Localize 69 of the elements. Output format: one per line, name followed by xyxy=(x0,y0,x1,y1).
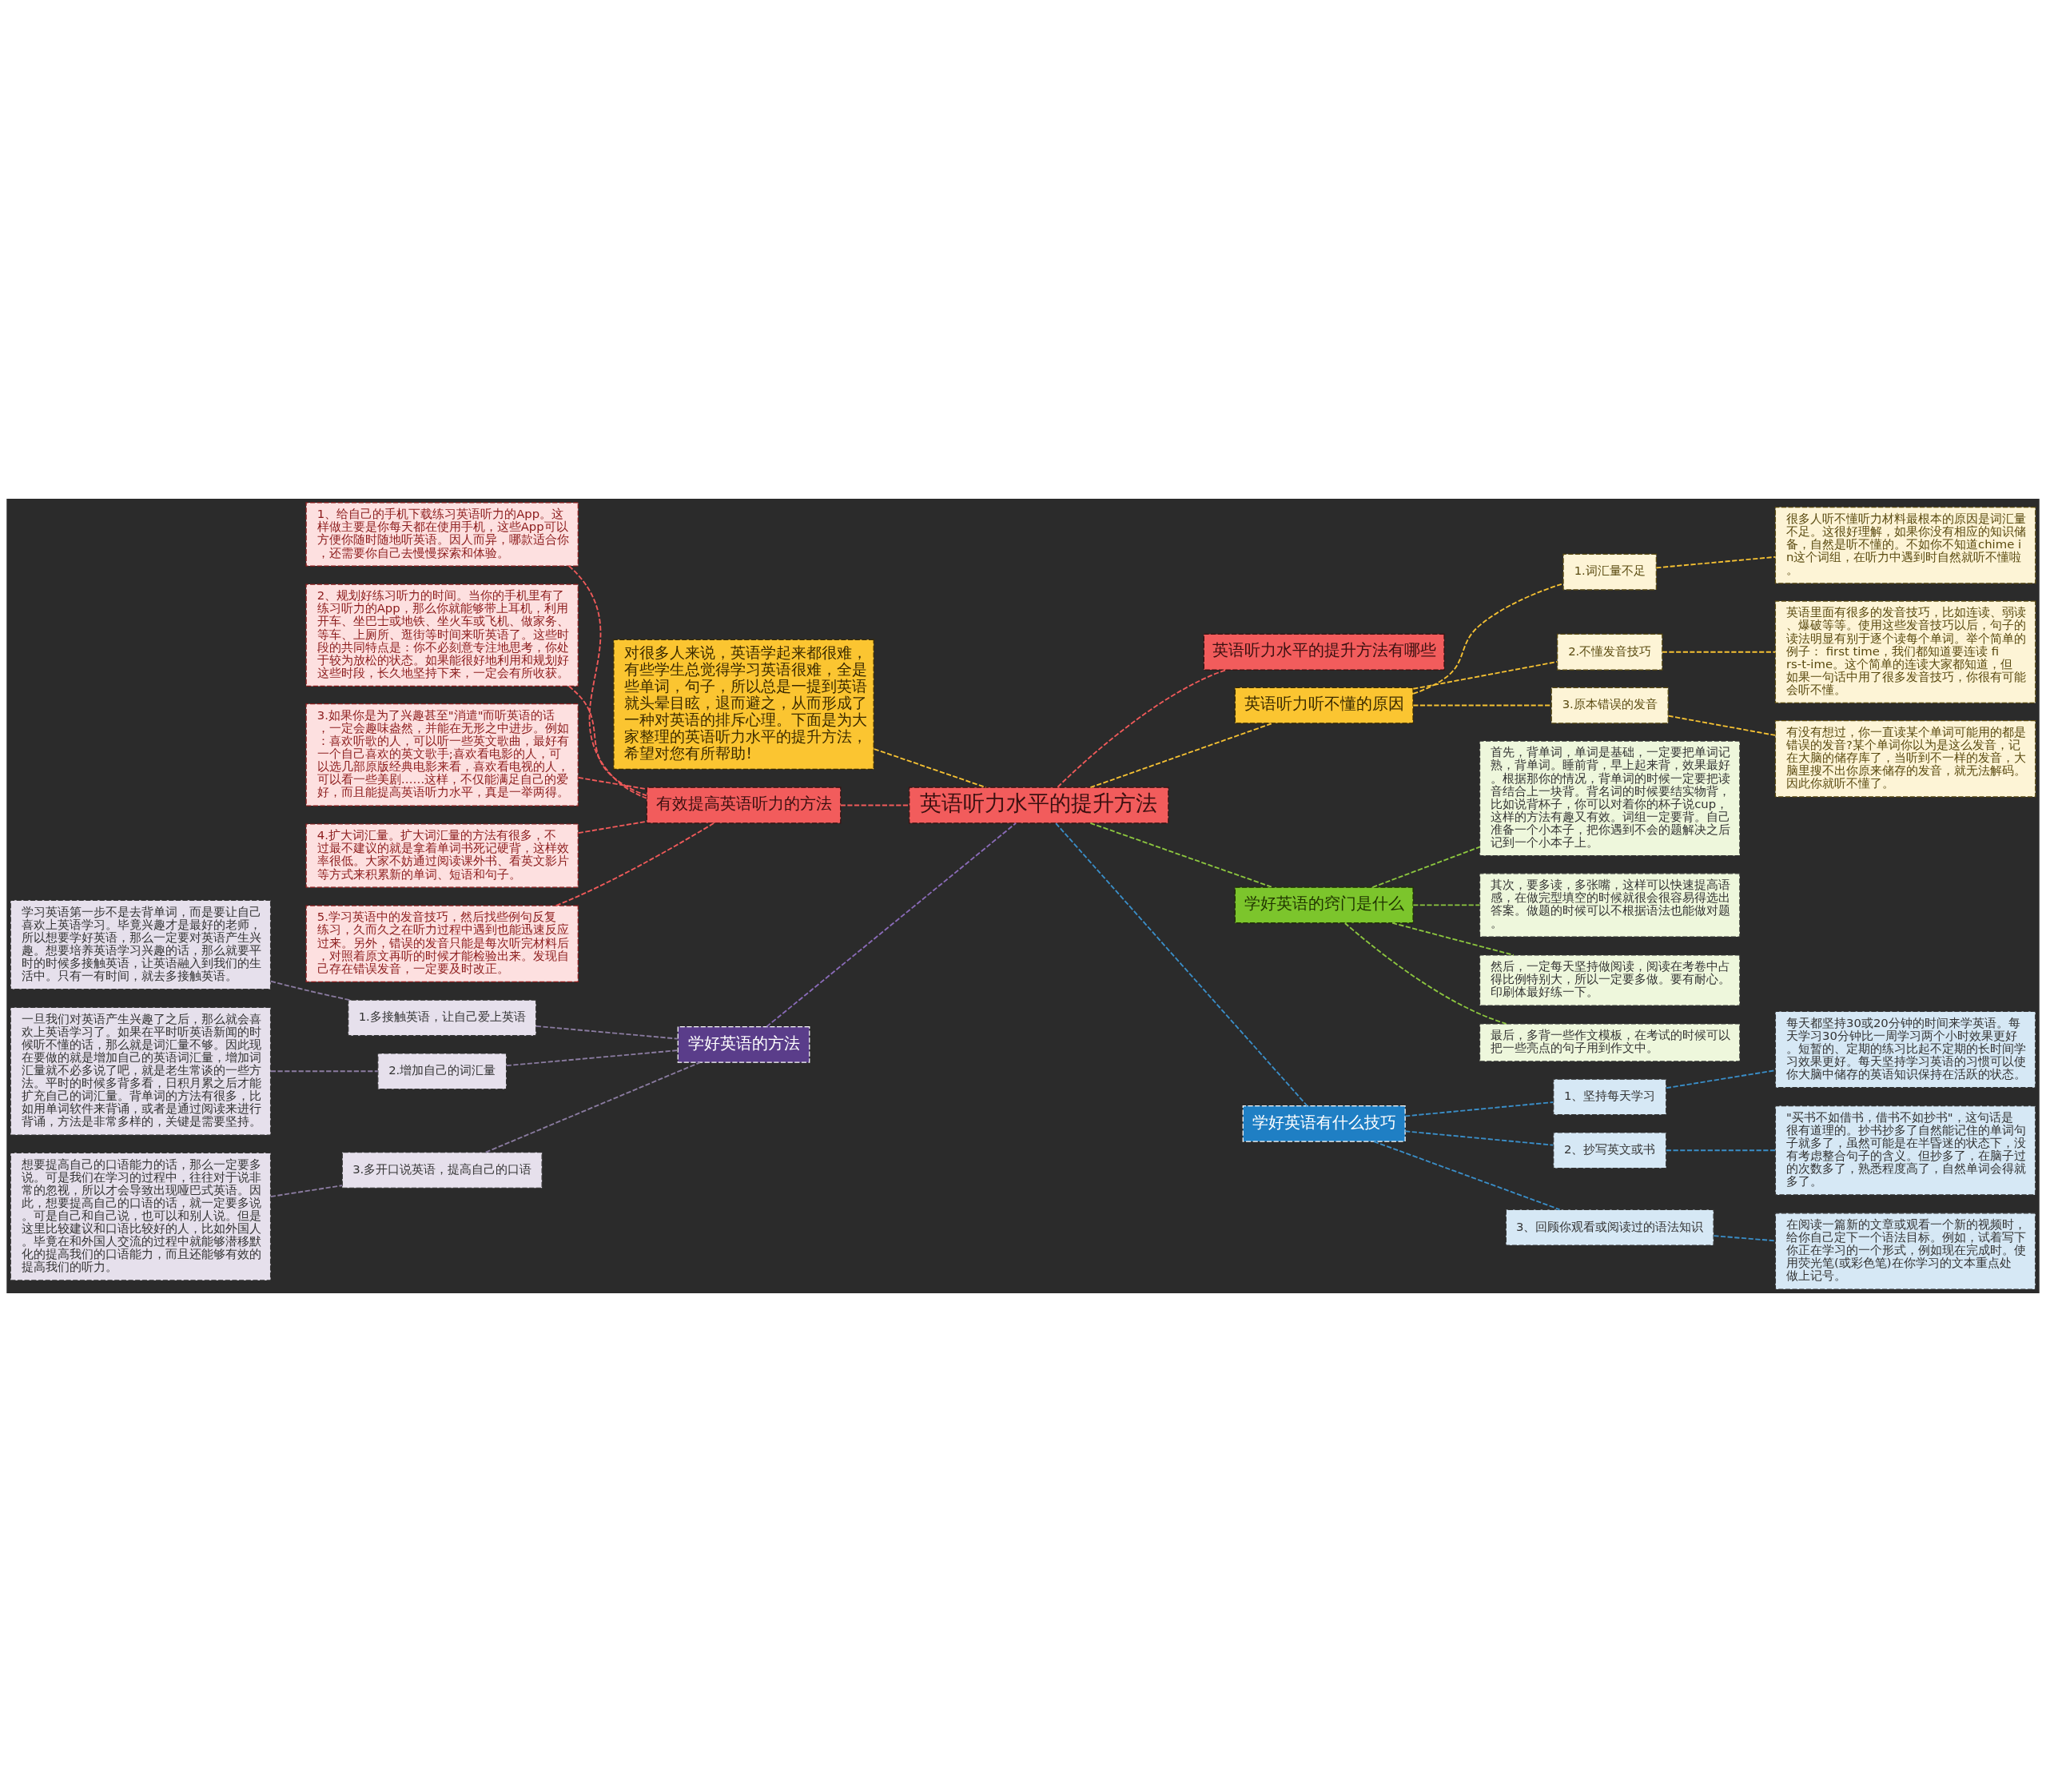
connector xyxy=(1412,704,1552,707)
node-box: 2、抄写英文或书 xyxy=(1553,1132,1667,1169)
node-box: 5.学习英语中的发音技巧，然后找些例句反复练习，久而久之在听力过程中遇到也能迅速反应过来。另外，错误的发音只能是每次听完材料后，对照着原文再听的时候才能检验出来。发现自己存在错误发音，一定要及时改正。 xyxy=(305,905,579,982)
node-box: 1、给自己的手机下载练习英语听力的App。这样做主要是你每天都在使用手机，这些App可以方便你随时随地听英语。因人而异，哪款适合你，还需要你自己去慢慢探索和体验。 xyxy=(305,502,579,567)
connector xyxy=(1404,1101,1554,1117)
connector xyxy=(269,1185,344,1197)
node-box: 3.多开口说英语，提高自己的口语 xyxy=(341,1152,543,1189)
node-box: 很多人听不懂听力材料最根本的原因是词汇量不足。这很好理解，如果你没有相应的知识储备，自然是听不懂的。不如你不知道chime in这个词组，在听力中遇到时自然就听不懂啦。 xyxy=(1774,506,2036,584)
node-box: 2.增加自己的词汇量 xyxy=(377,1053,508,1090)
node-box: 学好英语的方法 xyxy=(677,1026,810,1063)
node-box: 英语听力水平的提升方法有哪些 xyxy=(1203,633,1445,671)
node-box: 英语里面有很多的发音技巧，比如连读、弱读、爆破等等。使用这些发音技巧以后，句子的读法明显有别于逐个读每个单词。举个简单的例子： first time，我们都知道要连读 firs-t-ime。这个简单的连读大家都知道，但如果一句话中用了很多发音技巧，你很有可能会听不懂。 xyxy=(1774,600,2036,704)
connector xyxy=(1412,661,1558,690)
node-box: 每天都坚持30或20分钟的时间来学英语。每天学习30分钟比一周学习两个小时效果更好。短暂的、定期的练习比起不定期的长时间学习效果更好。每天坚持学习英语的习惯可以使你大脑中储存的英语知识保持在活跃的状态。 xyxy=(1774,1010,2036,1089)
connector xyxy=(1089,723,1273,789)
node-box: 1、坚持每天学习 xyxy=(1553,1078,1667,1116)
connector xyxy=(1713,1235,1777,1242)
node-box: 3.如果你是为了兴趣甚至"消遣"而听英语的话，一定会趣味盎然，并能在无形之中进步。例如：喜欢听歌的人，可以听一些英文歌曲，最好有一个自己喜欢的英文歌手;喜欢看电影的人，可以选几部原版经典电影来看，喜欢看电视的人，可以看一些美剧……这样，不仅能满足自己的爱好，而且能提高英语听力水平，真是一举两得。 xyxy=(305,703,579,806)
connector xyxy=(1666,1069,1776,1089)
connector xyxy=(567,565,648,799)
connector xyxy=(1391,922,1515,956)
node-box: 学好英语有什么技巧 xyxy=(1242,1105,1406,1142)
connector xyxy=(577,777,647,790)
node-box: 最后，多背一些作文模板，在考试的时候可以把一些亮点的句子用到作文中。 xyxy=(1479,1023,1741,1062)
node-box: 2.不懂发音技巧 xyxy=(1557,633,1663,671)
node-box: 有没有想过，你一直读某个单词可能用的都是错误的发音?某个单词你以为是这么发音，记在大脑的储存库了，当听到不一样的发音，大脑里搜不出你原来储存的发音，就无法解码。因此你就听不懂了。 xyxy=(1774,720,2036,798)
connector xyxy=(484,1061,701,1153)
connector xyxy=(1343,922,1507,1025)
node-box: 英语听力听不懂的原因 xyxy=(1234,687,1414,724)
node-box: 有效提高英语听力的方法 xyxy=(646,786,842,824)
node-box: 想要提高自己的口语能力的话，那么一定要多说。可是我们在学习的过程中，往往对于说非常的忽视，所以才会导致出现哑巴式英语。因此，想要提高自己的口语的话，就一定要多说。可是自己和自己说，也可以和别人说。但是这里比较建议和口语比较好的人，比如外国人。毕竟在和外国人交流的过程中就能够潜移默化的提高我们的口语能力，而且还能够有效的提高我们的听力。 xyxy=(10,1152,272,1281)
node-box: 3.原本错误的发音 xyxy=(1550,687,1669,724)
connector xyxy=(1667,715,1777,736)
connector xyxy=(535,1025,679,1040)
connector xyxy=(1371,846,1481,888)
connector xyxy=(1404,1130,1554,1146)
node-box: 2、规划好练习听力的时间。当你的手机里有了练习听力的App，那么你就能够带上耳机，利用开车、坐巴士或地铁、坐火车或飞机、做家务、等车、上厕所、逛街等时间来听英语了。这些时段的共同特点是：你不必刻意专注地思考，你处于较为放松的状态。如果能很好地利用和规划好这些时段，长久地坚持下来，一定会有所收获。 xyxy=(305,583,579,687)
connector xyxy=(1373,1141,1561,1211)
node-box: 3、回顾你观看或阅读过的语法知识 xyxy=(1505,1209,1714,1246)
node-box: 学习英语第一步不是去背单词，而是要让自己喜欢上英语学习。毕竟兴趣才是最好的老师，所以想要学好英语，那么一定要对英语产生兴趣。想要培养英语学习兴趣的话，那么就要平时的时候多接触英语，让英语融入到我们的生活中。只有一有时间，就去多接触英语。 xyxy=(10,899,272,990)
connector xyxy=(839,804,910,806)
connector xyxy=(269,1070,379,1073)
connector xyxy=(567,685,648,797)
node-box: 学好英语的窍门是什么 xyxy=(1234,886,1414,924)
connector xyxy=(506,1049,679,1067)
node-box: 英语听力水平的提升方法 xyxy=(909,786,1169,824)
connector xyxy=(873,748,987,788)
connector xyxy=(269,980,351,1002)
connector xyxy=(1055,822,1308,1107)
node-box: 4.扩大词汇量。扩大词汇量的方法有很多，不过最不建议的就是拿着单词书死记硬背，这样效率很低。大家不妨通过阅读课外书、看英文影片等方式来积累新的单词、短语和句子。 xyxy=(305,823,579,888)
connector xyxy=(1057,669,1228,788)
connector xyxy=(766,822,1017,1028)
connector xyxy=(1412,583,1564,695)
node-box: "买书不如借书，借书不如抄书"，这句话是很有道理的。抄书抄多了自然能记住的单词句子就多了，虽然可能是在半昏迷的状态下，没有考虑整合句子的含义。但抄多了，在脑子过的次数多了，熟悉程度高了，自然单词会得就多了。 xyxy=(1774,1105,2036,1196)
node-box: 其次，要多读，多张嘴，这样可以快速提高语感，在做完型填空的时候就很会很容易得选出答案。做题的时候可以不根据语法也能做对题。 xyxy=(1479,873,1741,938)
connector xyxy=(1661,651,1777,653)
node-box: 一旦我们对英语产生兴趣了之后，那么就会喜欢上英语学习了。如果在平时听英语新闻的时候听不懂的话，那么就是词汇量不够。因此现在要做的就是增加自己的英语词汇量，增加词汇量就不必多说了吧，就是老生常谈的一些方法。平时的时候多背多看，日积月累之后才能扩充自己的词汇量。背单词的方法有很多，比如用单词软件来背诵，或者是通过阅读来进行背诵，方法是非常多样的，关键是需要坚持。 xyxy=(10,1006,272,1136)
connector xyxy=(577,820,647,834)
connector xyxy=(1412,904,1481,906)
connector xyxy=(1655,556,1777,569)
node-box: 1.词汇量不足 xyxy=(1562,553,1657,591)
node-box: 然后，一定每天坚持做阅读，阅读在考卷中占得比例特别大，所以一定要多做。要有耐心。印刷体最好练一下。 xyxy=(1479,954,1741,1006)
node-box: 对很多人来说，英语学起来都很难，有些学生总觉得学习英语很难，全是些单词，句子，所以总是一提到英语就头晕目眩，退而避之，从而形成了一种对英语的排斥心理。下面是为大家整理的英语听力水平的提升方法，希望对您有所帮助! xyxy=(613,639,874,770)
node-box: 1.多接触英语，让自己爱上英语 xyxy=(348,999,537,1037)
node-box: 首先，背单词，单词是基础，一定要把单词记熟，背单词。睡前背，早上起来背，效果最好。根据那你的情况，背单词的时候一定要把读音结合上一块背。背名词的时候要结实物背，比如说背杯子，你可以对着你的杯子说cup，这样的方法有趣又有效。词组一定要背。自己准备一个小本子，把你遇到不会的题解决之后记到一个小本子上。 xyxy=(1479,740,1741,857)
connector xyxy=(555,822,715,906)
connector xyxy=(1089,822,1273,888)
connector xyxy=(1666,1149,1776,1152)
node-box: 在阅读一篇新的文章或观看一个新的视频时，给你自己定下一个语法目标。例如，试着写下你正在学习的一个形式，例如现在完成时。使用荧光笔(或彩色笔)在你学习的文本重点处做上记号。 xyxy=(1774,1213,2036,1290)
